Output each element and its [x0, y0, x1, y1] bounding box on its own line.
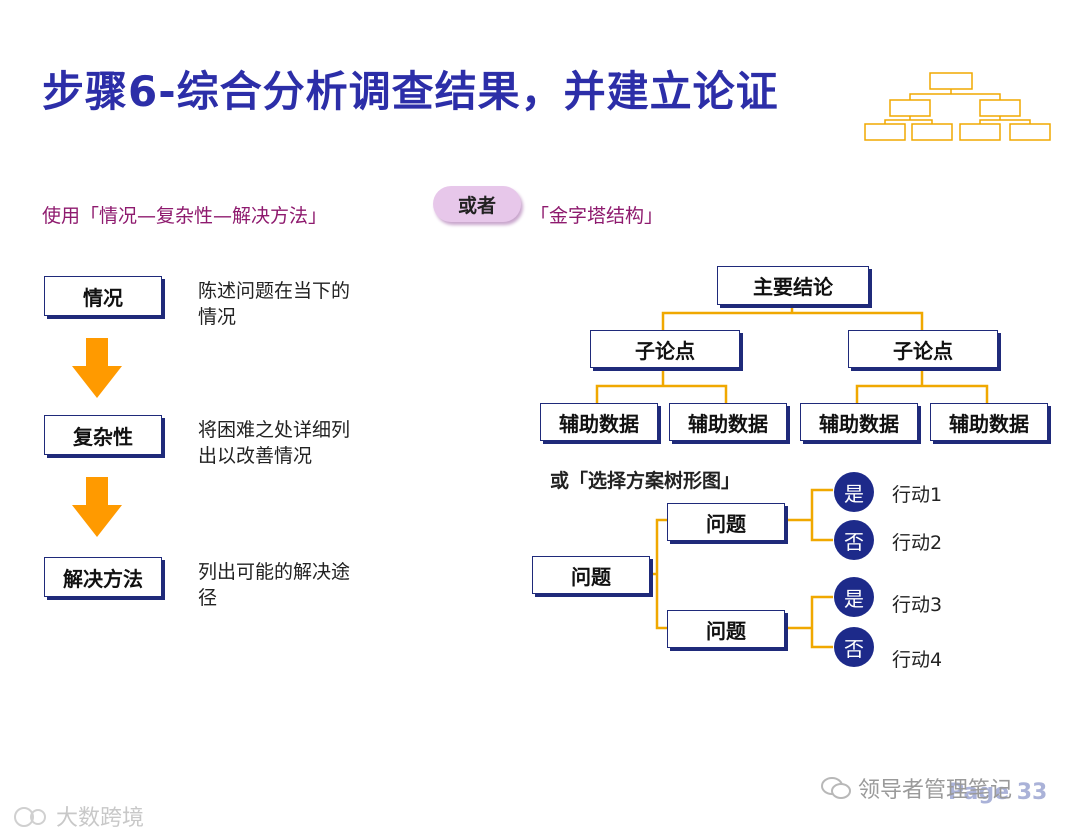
watermark-left: 大数跨境	[10, 800, 144, 832]
weibo-logo-icon	[14, 807, 46, 827]
action-label: 行动2	[892, 532, 943, 554]
tree-branch-label: 问题	[706, 618, 746, 643]
or-pill: 或者	[433, 186, 521, 222]
pyramid-sub-point-label: 子论点	[635, 338, 695, 363]
step-complication-box: 复杂性	[44, 415, 162, 455]
tree-branch-box: 问题	[667, 610, 785, 648]
watermark-right: 领导者管理笔记	[820, 772, 1012, 804]
method-pyramid-label: 「金字塔结构」	[530, 205, 664, 227]
pyramid-sub-point-box: 子论点	[590, 330, 740, 368]
method-scr-label: 使用「情况—复杂性—解决方法」	[42, 205, 328, 227]
down-arrow-icon	[72, 477, 122, 537]
step-situation-box: 情况	[44, 276, 162, 316]
pyramid-support-label: 辅助数据	[949, 411, 1029, 436]
pyramid-support-label: 辅助数据	[688, 411, 768, 436]
step-situation-desc: 陈述问题在当下的情况	[198, 280, 351, 328]
watermark-right-text: 领导者管理笔记	[858, 778, 1013, 803]
down-arrow-icon	[72, 338, 122, 398]
no-badge: 否	[834, 627, 874, 667]
pyramid-support-label: 辅助数据	[819, 411, 899, 436]
step-complication-desc: 将困难之处详细列出以改善情况	[198, 419, 351, 467]
pyramid-main-box: 主要结论	[717, 266, 869, 305]
watermark-left-text: 大数跨境	[56, 806, 145, 831]
action-label: 行动1	[892, 484, 943, 506]
step-resolution-label: 解决方法	[63, 566, 143, 591]
wechat-logo-icon	[821, 777, 851, 799]
org-chart-icon	[864, 72, 1051, 141]
pyramid-sub-point-label: 子论点	[893, 338, 953, 363]
yes-badge: 是	[834, 577, 874, 617]
pyramid-support-box: 辅助数据	[930, 403, 1048, 441]
decision-tree-heading: 或「选择方案树形图」	[550, 470, 741, 492]
step-resolution-box: 解决方法	[44, 557, 162, 597]
page-title: 步骤6-综合分析调查结果，并建立论证	[42, 67, 779, 116]
tree-branch-label: 问题	[706, 511, 746, 536]
page-number: Page 33	[948, 780, 1048, 805]
yes-badge: 是	[834, 472, 874, 512]
pyramid-main-label: 主要结论	[753, 275, 833, 299]
action-label: 行动4	[892, 649, 943, 671]
no-badge: 否	[834, 520, 874, 560]
step-situation-label: 情况	[83, 285, 123, 310]
pyramid-support-label: 辅助数据	[559, 411, 639, 436]
pyramid-support-box: 辅助数据	[669, 403, 787, 441]
tree-branch-box: 问题	[667, 503, 785, 541]
tree-root-label: 问题	[571, 564, 611, 589]
pyramid-support-box: 辅助数据	[540, 403, 658, 441]
pyramid-support-box: 辅助数据	[800, 403, 918, 441]
step-complication-label: 复杂性	[73, 424, 133, 449]
pyramid-sub-point-box: 子论点	[848, 330, 998, 368]
step-resolution-desc: 列出可能的解决途径	[198, 561, 351, 609]
tree-root-box: 问题	[532, 556, 650, 594]
action-label: 行动3	[892, 594, 943, 616]
